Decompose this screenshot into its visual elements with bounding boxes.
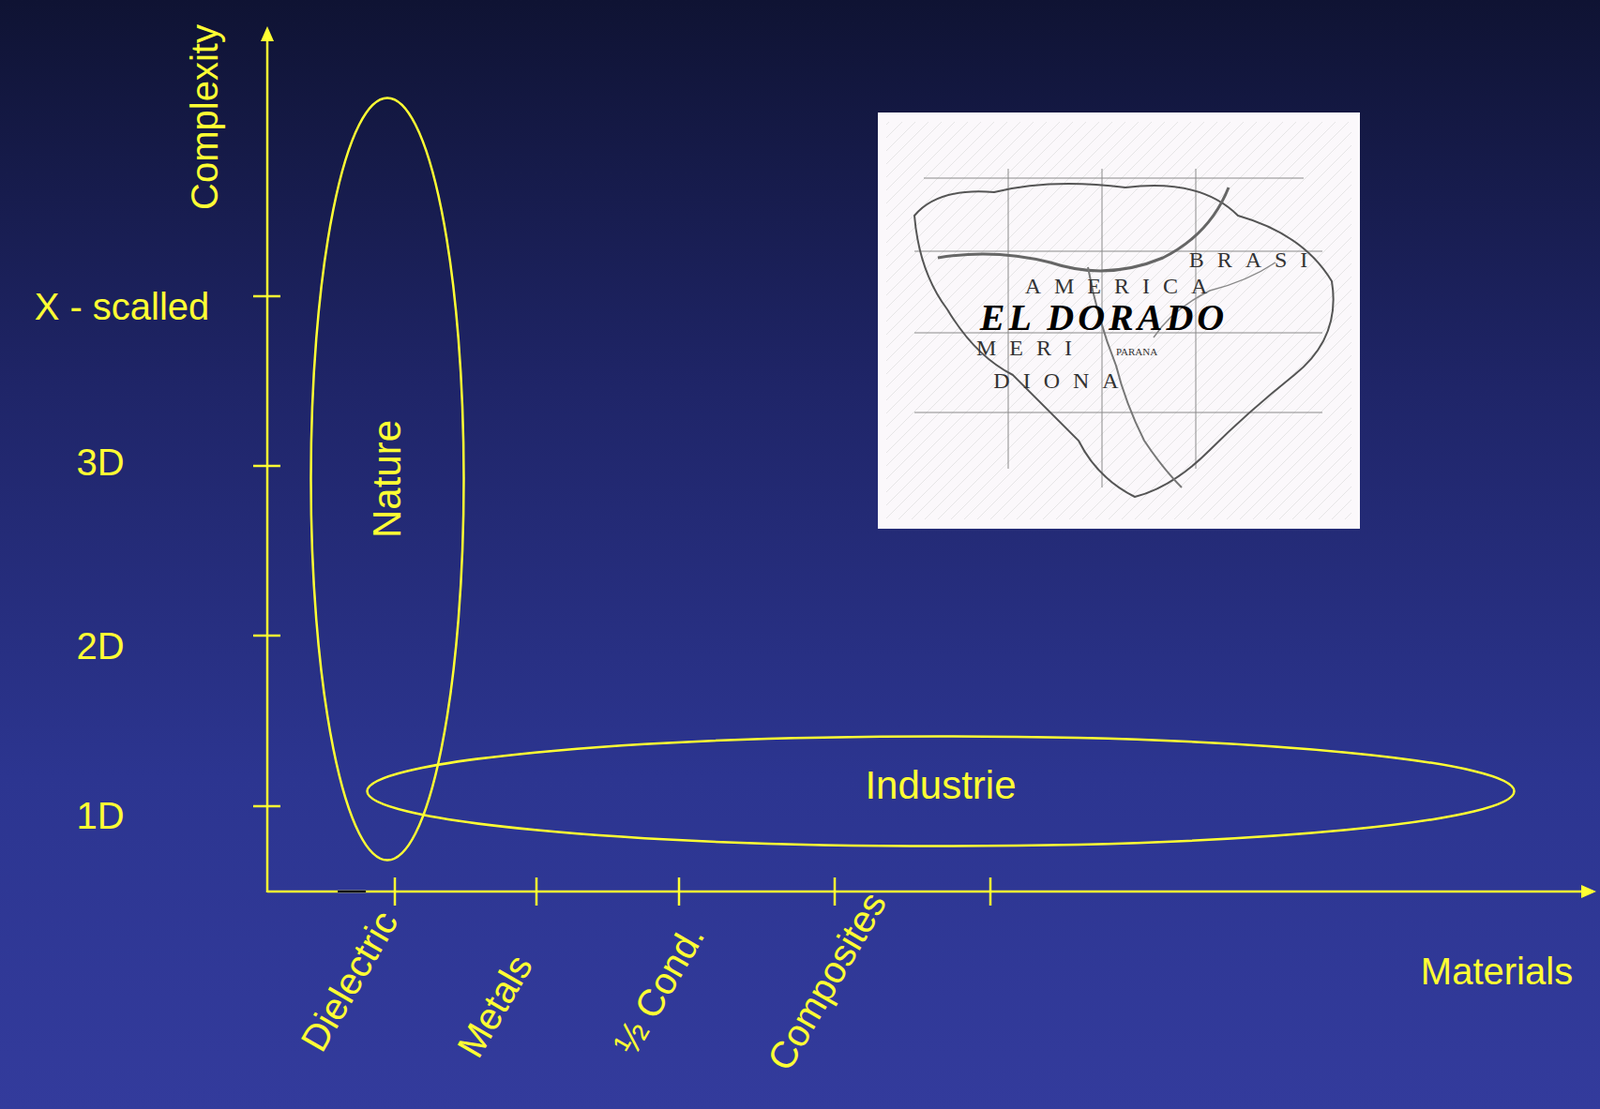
tick-label: Composites bbox=[760, 886, 892, 1077]
axis-title: Materials bbox=[1420, 952, 1573, 991]
map-text: PARANA bbox=[1116, 347, 1158, 358]
tick-label: X - scalled bbox=[34, 287, 211, 326]
tick-label: 3D bbox=[75, 443, 124, 482]
map-title: EL DORADO bbox=[980, 299, 1229, 337]
map-text: AMERICA bbox=[1025, 274, 1222, 298]
tick-label: Dielectric bbox=[293, 905, 404, 1057]
region-label: Nature bbox=[367, 420, 408, 539]
tick-label: 2D bbox=[75, 627, 124, 665]
tick-label: 1D bbox=[75, 797, 124, 835]
tick-label: ½ Cond. bbox=[606, 919, 710, 1061]
ellipse-region: Industrie bbox=[365, 735, 1516, 848]
map-text: MERI bbox=[976, 336, 1086, 360]
map-text: DIONA bbox=[993, 369, 1132, 393]
tick-label: Metals bbox=[451, 949, 540, 1064]
map-text: BRASI bbox=[1189, 248, 1322, 272]
region-label: Industrie bbox=[864, 766, 1016, 806]
ellipse-region: Nature bbox=[309, 96, 466, 862]
axis-title: Complexity bbox=[185, 24, 224, 211]
